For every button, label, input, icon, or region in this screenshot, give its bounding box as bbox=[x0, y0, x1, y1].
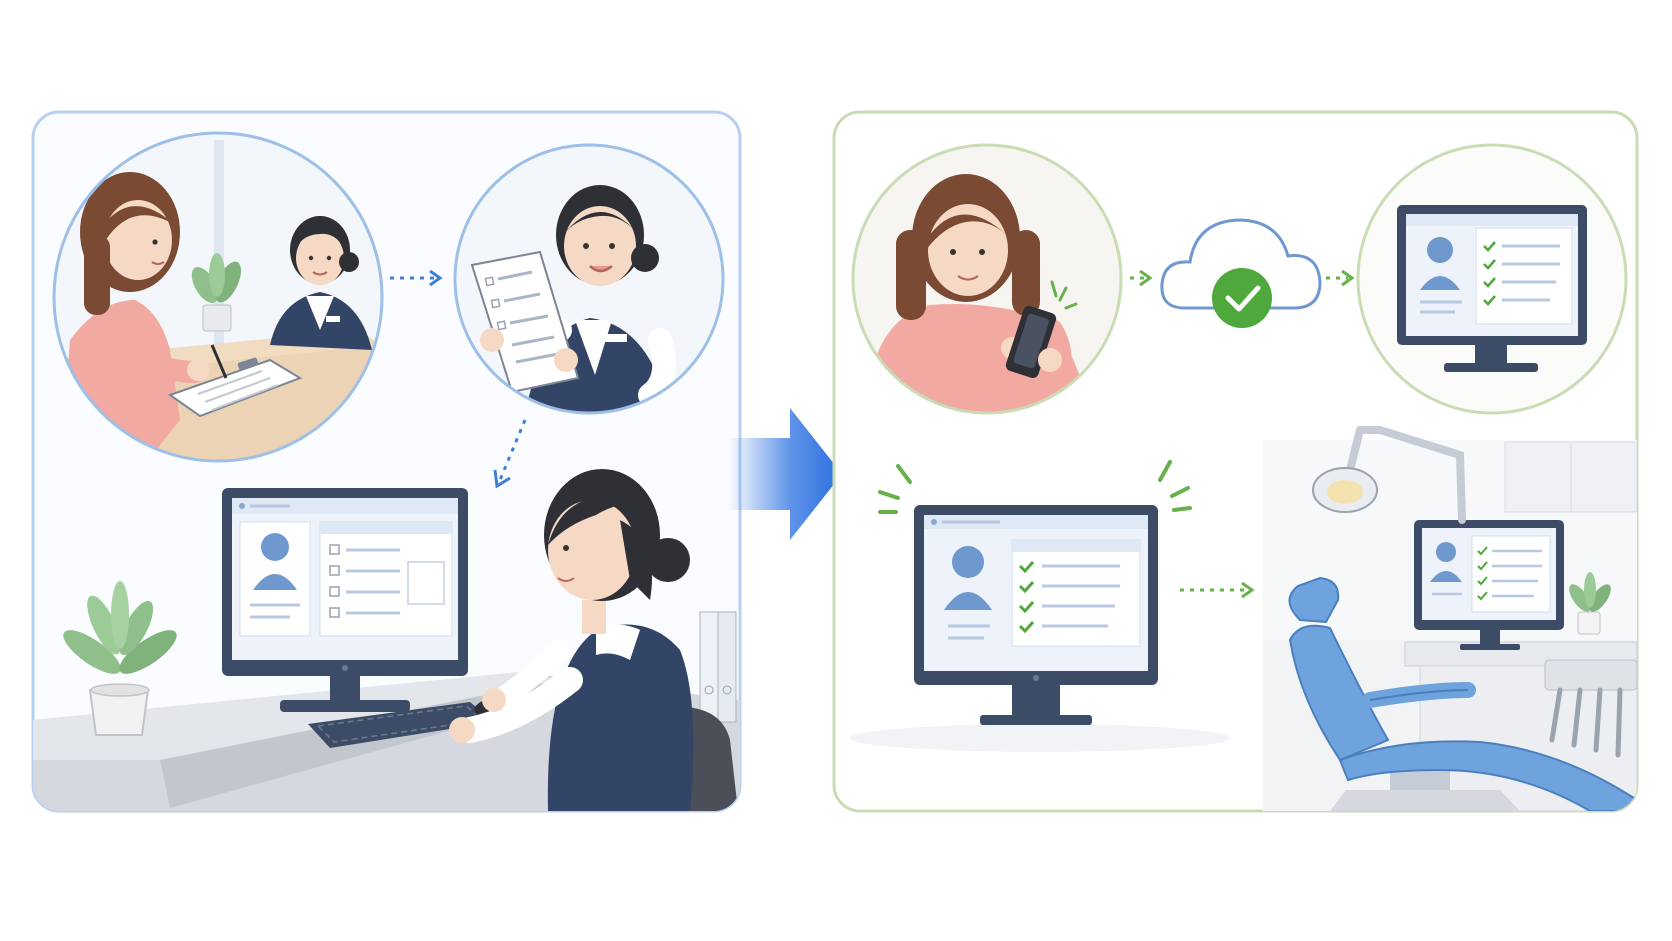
receptionist-figure bbox=[270, 216, 372, 350]
smartphone-icon bbox=[1005, 305, 1057, 379]
plant-icon bbox=[1569, 572, 1611, 635]
avatar-icon bbox=[253, 533, 297, 590]
auto-updated-monitor bbox=[914, 505, 1158, 725]
dental-lamp-icon bbox=[1312, 426, 1466, 524]
clipboard-icon bbox=[167, 344, 303, 418]
avatar-icon bbox=[1430, 542, 1462, 582]
binders bbox=[699, 611, 737, 723]
avatar-icon bbox=[1420, 237, 1460, 290]
flow-arrow-5 bbox=[1180, 581, 1255, 599]
staff-reviewing-paper-form-scene bbox=[453, 143, 725, 415]
dental-instruments bbox=[1544, 659, 1637, 758]
flow-arrow-4 bbox=[1326, 269, 1355, 287]
online-reception-workflow bbox=[832, 110, 1639, 813]
auto-updated-monitor-scene bbox=[850, 460, 1230, 752]
transition-arrow bbox=[728, 408, 842, 540]
plant-icon bbox=[63, 581, 177, 736]
cloud-icon bbox=[1160, 218, 1322, 310]
treatment-monitor bbox=[1414, 520, 1564, 650]
flow-arrow-3 bbox=[1130, 269, 1153, 287]
dental-chair-icon bbox=[1288, 576, 1637, 811]
reception-monitor bbox=[1397, 205, 1587, 372]
avatar-icon bbox=[944, 546, 992, 610]
patient-smartphone-entry-scene bbox=[851, 143, 1123, 415]
flow-arrow-2 bbox=[493, 419, 527, 489]
manual-data-entry-scene bbox=[33, 469, 740, 811]
reception-monitor-scene bbox=[1356, 143, 1628, 415]
flow-arrow-1 bbox=[390, 269, 443, 287]
cloud-sync bbox=[1160, 218, 1322, 328]
treatment-room-display-scene bbox=[1263, 426, 1637, 811]
update-sparkles bbox=[878, 460, 1192, 514]
plant-icon bbox=[191, 253, 241, 332]
legacy-monitor bbox=[222, 488, 468, 712]
paper-form-filling-scene bbox=[52, 131, 384, 463]
check-circle-icon bbox=[1212, 268, 1272, 328]
staff-typing-figure bbox=[449, 469, 694, 811]
paper-reception-workflow bbox=[31, 110, 742, 813]
